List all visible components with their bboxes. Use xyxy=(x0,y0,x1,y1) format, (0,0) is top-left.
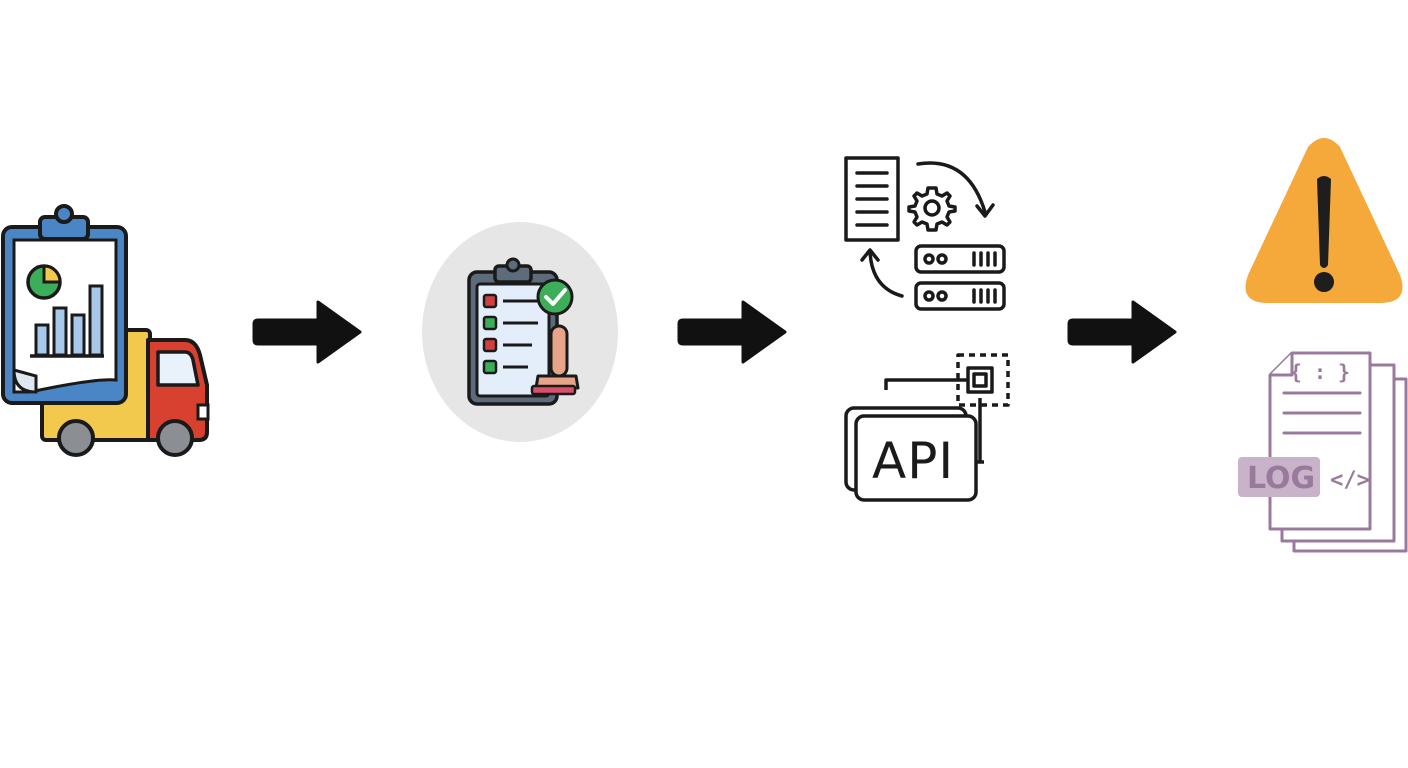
code-brace-label: { : } xyxy=(1290,360,1350,384)
stage-api-integration: API xyxy=(840,350,1015,505)
checklist-approval-stamp-icon xyxy=(422,222,618,442)
clipboard-chart-truck-icon xyxy=(1,204,210,457)
warning-triangle-icon xyxy=(1245,138,1403,303)
stage-warning xyxy=(1238,135,1408,307)
stage-data-shipment xyxy=(0,200,215,465)
stage-code-log: { : } LOG </> xyxy=(1230,345,1408,555)
stage-document-sync xyxy=(840,150,1015,320)
api-label: API xyxy=(872,432,954,490)
clipboard-chart-icon xyxy=(1,204,128,405)
log-label: LOG xyxy=(1247,461,1315,496)
document-sync-server-icon xyxy=(844,156,1006,311)
log-badge xyxy=(1238,457,1320,497)
code-log-files-icon: { : } LOG </> xyxy=(1238,351,1408,553)
stage-review-approval xyxy=(420,220,620,445)
code-tag-label: </> xyxy=(1330,468,1370,493)
api-integration-icon: API xyxy=(844,353,1010,502)
right-arrow-icon xyxy=(677,298,789,366)
right-arrow-icon xyxy=(252,298,364,366)
right-arrow-icon xyxy=(1067,298,1179,366)
